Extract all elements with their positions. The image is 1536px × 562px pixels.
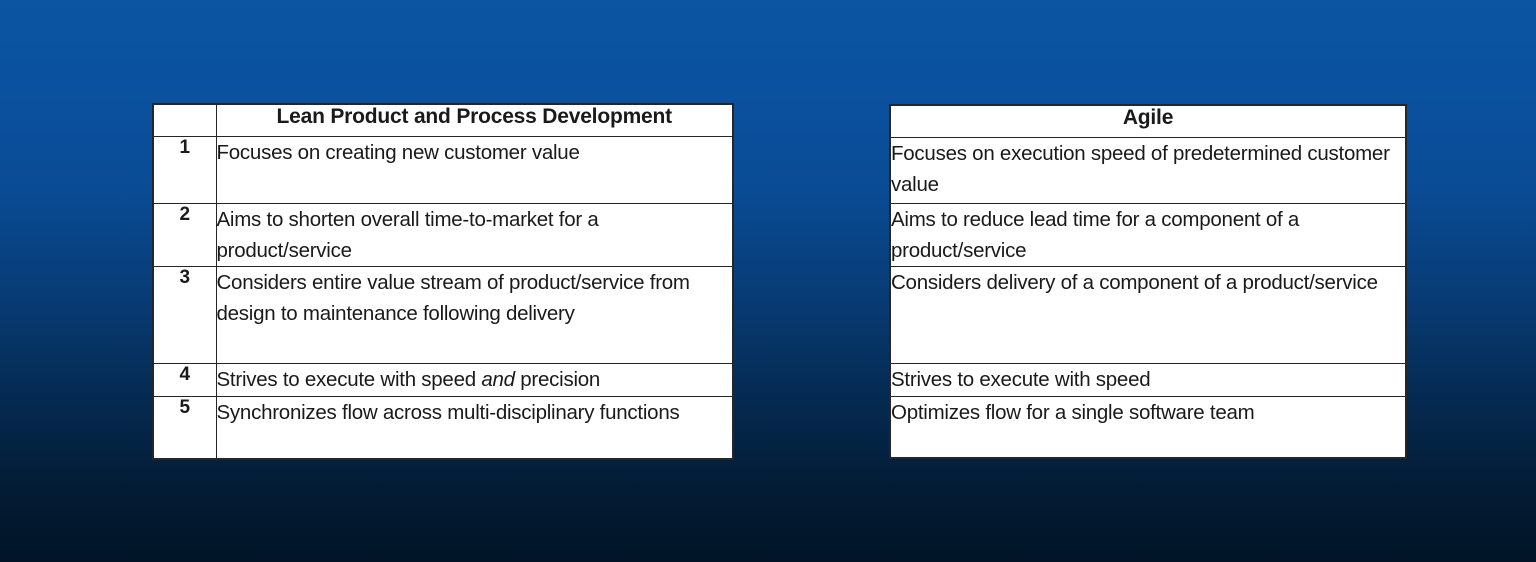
- agile-row-text-3: Considers delivery of a component of a p…: [889, 265, 1407, 364]
- agile-row-text-5: Optimizes flow for a single software tea…: [889, 395, 1407, 459]
- lppd-row-text-5: Synchronizes flow across multi-disciplin…: [215, 395, 734, 460]
- table-row: Considers delivery of a component of a p…: [889, 265, 1407, 364]
- table-header-row: Agile: [889, 104, 1407, 138]
- lppd-row-number-4: 4: [152, 362, 217, 397]
- table-row: 4 Strives to execute with speed and prec…: [152, 362, 734, 397]
- table-row: 1 Focuses on creating new customer value: [152, 135, 734, 204]
- lppd-row-number-3: 3: [152, 265, 217, 364]
- table-row: Strives to execute with speed: [889, 362, 1407, 397]
- lppd-row-number-2: 2: [152, 202, 217, 267]
- table-row: 3 Considers entire value stream of produ…: [152, 265, 734, 364]
- lppd-row-text-4-after: precision: [514, 367, 601, 391]
- lppd-row-number-5: 5: [152, 395, 217, 460]
- table-header-row: Lean Product and Process Development: [152, 103, 734, 137]
- agile-table: Agile Focuses on execution speed of pred…: [889, 104, 1407, 459]
- lppd-row-text-1: Focuses on creating new customer value: [215, 135, 734, 204]
- lppd-row-text-2: Aims to shorten overall time-to-market f…: [215, 202, 734, 267]
- table-row: 2 Aims to shorten overall time-to-market…: [152, 202, 734, 267]
- lppd-row-number-1: 1: [152, 135, 217, 204]
- lppd-row-text-4-before: Strives to execute with speed: [216, 367, 482, 391]
- lean-product-and-process-development-table: Lean Product and Process Development 1 F…: [152, 103, 734, 460]
- table-row: 5 Synchronizes flow across multi-discipl…: [152, 395, 734, 460]
- agile-row-text-2: Aims to reduce lead time for a component…: [889, 202, 1407, 267]
- lppd-row-text-4: Strives to execute with speed and precis…: [215, 362, 734, 397]
- table-row: Optimizes flow for a single software tea…: [889, 395, 1407, 459]
- lppd-column-header: Lean Product and Process Development: [215, 103, 734, 137]
- lppd-number-column-header: [152, 103, 217, 137]
- lppd-row-text-3: Considers entire value stream of product…: [215, 265, 734, 364]
- agile-row-text-1: Focuses on execution speed of predetermi…: [889, 136, 1407, 204]
- table-row: Focuses on execution speed of predetermi…: [889, 136, 1407, 204]
- agile-column-header: Agile: [889, 104, 1407, 138]
- lppd-row-text-4-italic: and: [481, 367, 515, 391]
- agile-row-text-4: Strives to execute with speed: [889, 362, 1407, 397]
- table-row: Aims to reduce lead time for a component…: [889, 202, 1407, 267]
